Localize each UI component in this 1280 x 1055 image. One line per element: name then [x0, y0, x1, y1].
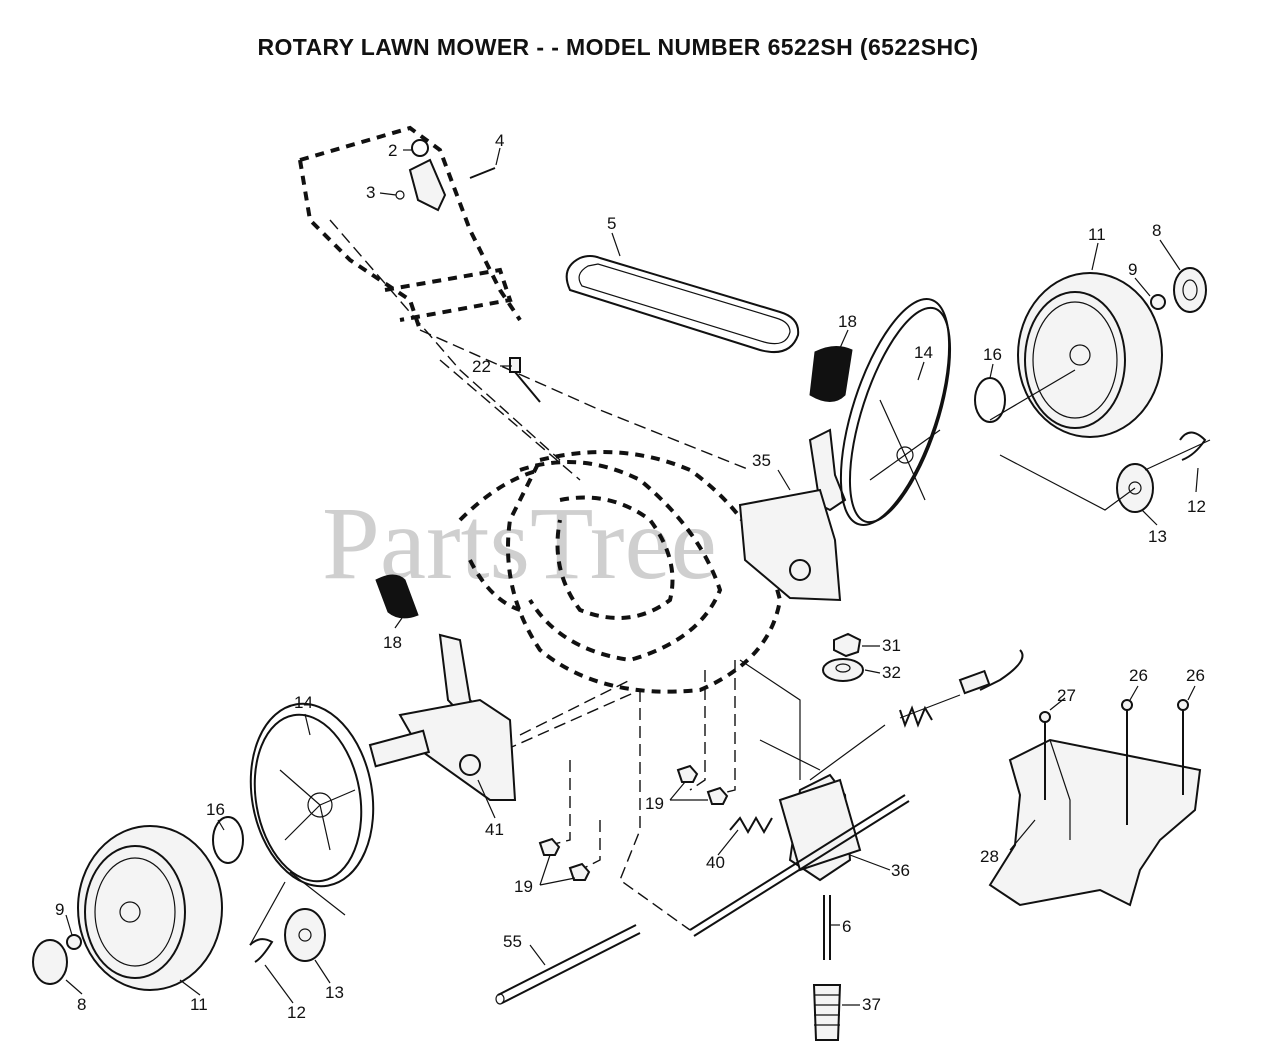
callout-16-upper: 16: [983, 345, 1002, 364]
callout-35: 35: [752, 451, 771, 470]
callout-14-lower: 14: [294, 693, 313, 712]
callout-12-lower: 12: [287, 1003, 306, 1022]
part-5-belt: [565, 255, 800, 354]
callout-16-lower: 16: [206, 800, 225, 819]
part-26-screw-a: [1121, 699, 1133, 825]
callout-8-lower: 8: [77, 995, 86, 1014]
callout-5: 5: [607, 214, 616, 233]
part-16-washer-lower: [212, 816, 244, 864]
callout-4: 4: [495, 131, 504, 150]
part-28-shield: [988, 738, 1202, 907]
callout-55: 55: [503, 932, 522, 951]
part-40-spring: [729, 815, 773, 835]
part-12-clip-upper: [1179, 431, 1207, 461]
callout-32: 32: [882, 663, 901, 682]
callout-8-upper: 8: [1152, 221, 1161, 240]
part-6-shaft: [823, 895, 831, 960]
callout-40: 40: [706, 853, 725, 872]
part-55-axle: [495, 924, 641, 1005]
callout-27: 27: [1057, 686, 1076, 705]
part-11-wheel-upper: [1017, 272, 1163, 438]
part-36-transmission: [689, 773, 910, 937]
part-9-nut-lower: [66, 934, 82, 950]
part-2-3-4-bracket: [395, 139, 496, 212]
callout-26-b: 26: [1186, 666, 1205, 685]
callout-9-lower: 9: [55, 900, 64, 919]
part-18-cover-lower: [375, 574, 419, 619]
part-26-screw-b: [1177, 699, 1189, 795]
part-27-screw: [1039, 711, 1051, 800]
drive-cable: [809, 649, 1024, 781]
callout-11-lower: 11: [190, 995, 208, 1014]
part-16-washer-upper: [974, 377, 1006, 423]
part-22-bolt: [509, 357, 541, 403]
part-13-gear-lower: [284, 908, 326, 962]
mower-deck: [458, 450, 783, 694]
callout-41: 41: [485, 820, 504, 839]
part-14-wheel-lower: [249, 702, 375, 888]
callout-37: 37: [862, 995, 881, 1014]
callout-28: 28: [980, 847, 999, 866]
part-11-wheel-lower: [77, 825, 223, 991]
part-14-wheel-upper: [839, 298, 952, 526]
callout-2: 2: [388, 141, 397, 160]
part-41-bracket-lower: [368, 633, 517, 801]
callout-19-upper: 19: [645, 794, 664, 813]
callout-13-lower: 13: [325, 983, 344, 1002]
diagram-title: ROTARY LAWN MOWER - - MODEL NUMBER 6522S…: [257, 34, 979, 60]
callout-leaders: [65, 147, 1199, 1006]
callout-9-upper: 9: [1128, 260, 1137, 279]
part-35-bracket-upper: [738, 428, 847, 602]
callout-22: 22: [472, 357, 491, 376]
part-18-cover-upper: [809, 346, 853, 402]
callout-12-upper: 12: [1187, 497, 1206, 516]
callout-18-lower: 18: [383, 633, 402, 652]
part-9-nut-upper: [1150, 294, 1166, 310]
callout-6: 6: [842, 917, 851, 936]
handle-assembly: [298, 125, 751, 481]
callout-11-upper: 11: [1088, 225, 1106, 244]
callout-13-upper: 13: [1148, 527, 1167, 546]
part-19-nut-b: [706, 786, 729, 805]
callout-labels: 2 4 3 5 11 8 9 18 14 16 22 35 12 13 18 3…: [55, 131, 1206, 1022]
part-12-clip-lower: [249, 938, 274, 963]
callout-14-upper: 14: [914, 343, 933, 362]
part-37-spring: [812, 984, 842, 1041]
callout-18-upper: 18: [838, 312, 857, 331]
callout-26-a: 26: [1129, 666, 1148, 685]
callout-19-lower: 19: [514, 877, 533, 896]
callout-31: 31: [882, 636, 901, 655]
callout-3: 3: [366, 183, 375, 202]
part-19-nut-a: [676, 764, 699, 783]
part-19-nut-c: [538, 837, 561, 856]
callout-36: 36: [891, 861, 910, 880]
part-31-nut: [833, 632, 862, 658]
part-32-pulley: [822, 658, 864, 682]
part-8-cap-lower: [32, 939, 68, 985]
part-8-cap-upper: [1173, 267, 1207, 313]
